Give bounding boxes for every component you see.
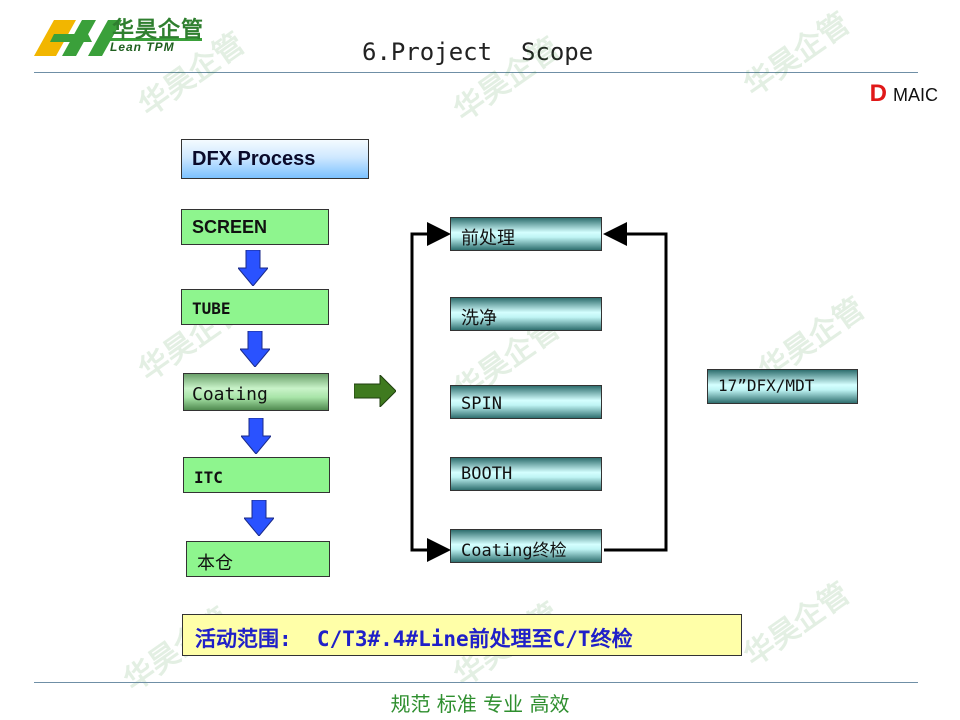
down-arrow-icon (244, 500, 274, 536)
dmaic-indicator: D MAIC (870, 80, 938, 108)
activity-scope-box: 活动范围: C/T3#.4#Line前处理至C/T终检 (182, 614, 742, 656)
process-step-label: SPIN (461, 394, 502, 414)
flow-step-warehouse: 本仓 (186, 541, 330, 577)
dmaic-remaining-phases: MAIC (893, 85, 938, 105)
process-step-label: 洗净 (461, 308, 497, 329)
process-step-label: BOOTH (461, 464, 513, 484)
process-step-cleaning: 洗净 (450, 297, 602, 331)
dfx-process-title: DFX Process (192, 148, 316, 170)
footer-slogan: 规范 标准 专业 高效 (390, 692, 570, 716)
process-step-label: Coating终检 (461, 541, 567, 561)
flow-step-label: TUBE (192, 299, 231, 318)
dmaic-current-phase: D (869, 80, 887, 107)
dfx-process-header: DFX Process (181, 139, 369, 179)
process-step-coating-final-inspection: Coating终检 (450, 529, 602, 563)
product-line-label: 17”DFX/MDT (718, 376, 815, 395)
watermark: 华昊企管 (737, 6, 857, 104)
activity-scope-text: 活动范围: C/T3#.4#Line前处理至C/T终检 (195, 627, 633, 651)
flow-step-screen: SCREEN (181, 209, 329, 245)
process-step-spin: SPIN (450, 385, 602, 419)
process-loop-connectors (410, 222, 668, 562)
header-divider (34, 72, 918, 73)
flow-step-label: Coating (192, 384, 268, 405)
flow-step-label: ITC (194, 468, 223, 487)
process-step-pretreatment: 前处理 (450, 217, 602, 251)
footer-divider (34, 682, 918, 683)
brand-logo-icon (34, 20, 202, 56)
watermark: 华昊企管 (737, 576, 857, 674)
down-arrow-icon (240, 331, 270, 367)
brand-name-en: Lean TPM (110, 40, 175, 54)
flow-step-label: SCREEN (192, 217, 268, 237)
flow-step-itc: ITC (183, 457, 330, 493)
right-arrow-icon (354, 375, 396, 407)
process-step-booth: BOOTH (450, 457, 602, 491)
page-title: 6.Project Scope (362, 38, 594, 66)
process-step-label: 前处理 (461, 228, 515, 249)
down-arrow-icon (238, 250, 268, 286)
brand-name-cn: 华昊企管 (112, 18, 205, 43)
flow-step-label: 本仓 (197, 553, 233, 574)
flow-step-coating: Coating (183, 373, 329, 411)
down-arrow-icon (241, 418, 271, 454)
product-line-box: 17”DFX/MDT (707, 369, 858, 404)
flow-step-tube: TUBE (181, 289, 329, 325)
